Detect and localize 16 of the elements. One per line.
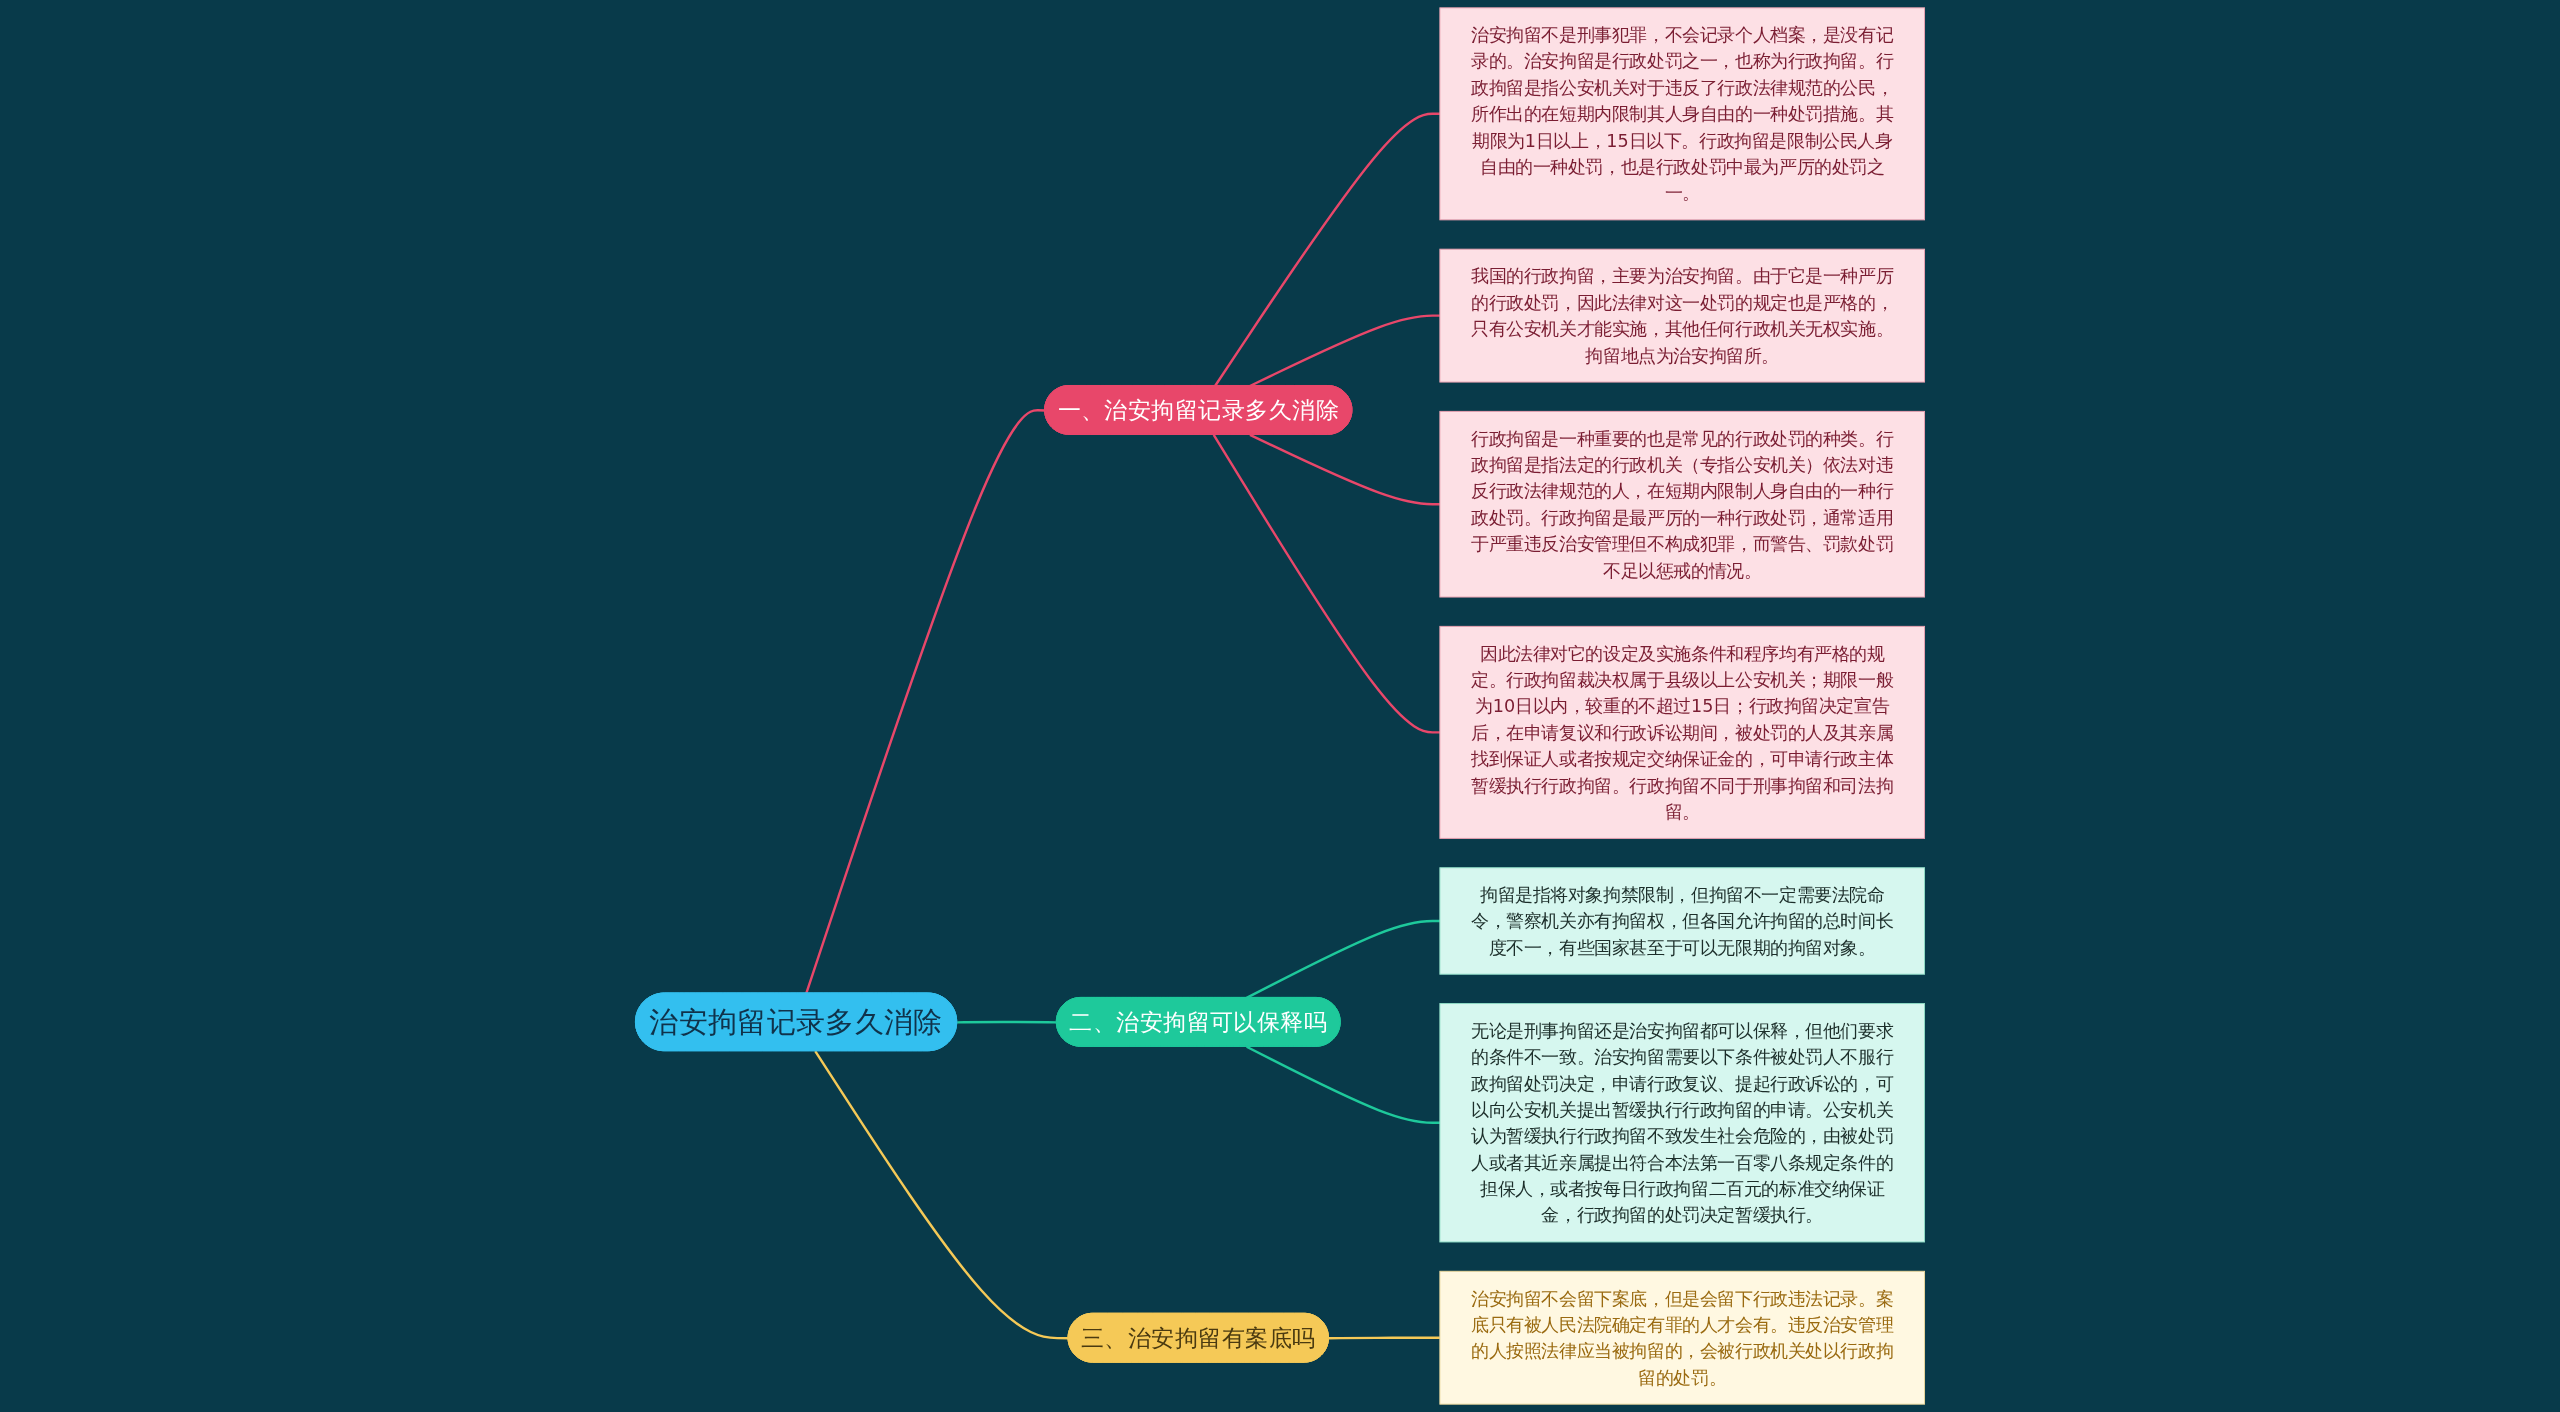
connector xyxy=(1246,1045,1440,1124)
node-box: 我国的行政拘留，主要为治安拘留。由于它是一种严厉的行政处罚，因此法律对这一处罚的规定也是严格的，只有公安机关才能实施，其他任何行政机关无权实施。拘留地点为治安拘留所。 xyxy=(1439,248,1925,383)
connector xyxy=(1214,112,1440,387)
connector xyxy=(1328,1336,1440,1340)
node-box: 无论是刑事拘留还是治安拘留都可以保释，但他们要求的条件不一致。治安拘留需要以下条件被处罚人不服行政拘留处罚决定，申请行政复议、提起行政诉讼的，可以向公安机关提出暂缓执行行政拘留的申请。公安机关认为暂缓执行行政拘留不致发生社会危险的，由被处罚人或者其近亲属提出符合本法第一百零八条规定条件的担保人，或者按每日行政拘留二百元的标准交纳保证金，行政拘留的处罚决定暂缓执行。 xyxy=(1439,1003,1925,1243)
connector xyxy=(1212,434,1440,734)
connector xyxy=(957,1020,1057,1024)
connector xyxy=(814,1050,1069,1340)
node-box: 拘留是指将对象拘禁限制，但拘留不一定需要法院命令，警察机关亦有拘留权，但各国允许拘留的总时间长度不一，有些国家甚至于可以无限期的拘留对象。 xyxy=(1439,867,1925,975)
node-box: 治安拘留不会留下案底，但是会留下行政违法记录。案底只有被人民法院确定有罪的人才会有。违反治安管理的人按照法律应当被拘留的，会被行政机关处以行政拘留的处罚。 xyxy=(1439,1270,1925,1405)
connector xyxy=(805,409,1046,994)
node-box: 因此法律对它的设定及实施条件和程序均有严格的规定。行政拘留裁决权属于县级以上公安机关；期限一般为10日以内，较重的不超过15日；行政拘留决定宣告后，在申请复议和行政诉讼期间，被处罚的人及其亲属找到保证人或者按规定交纳保证金的，可申请行政主体暂缓执行行政拘留。行政拘留不同于刑事拘留和司法拘留。 xyxy=(1439,625,1925,839)
node-box: 行政拘留是一种重要的也是常见的行政处罚的种类。行政拘留是指法定的行政机关（专指公安机关）依法对违反行政法律规范的人，在短期内限制人身自由的一种行政处罚。行政拘留是最严厉的一种行政处罚，通常适用于严重违反治安管理但不构成犯罪，而警告、罚款处罚不足以惩戒的情况。 xyxy=(1439,410,1925,598)
connector xyxy=(1246,919,1440,999)
connector xyxy=(1249,433,1440,506)
node-box: 治安拘留不是刑事犯罪，不会记录个人档案，是没有记录的。治安拘留是行政处罚之一，也称为行政拘留。行政拘留是指公安机关对于违反了行政法律规范的公民，所作出的在短期内限制其人身自由的一种处罚措施。其期限为1日以上，15日以下。行政拘留是限制公民人身自由的一种处罚，也是行政处罚中最为严厉的处罚之一。 xyxy=(1439,7,1925,221)
